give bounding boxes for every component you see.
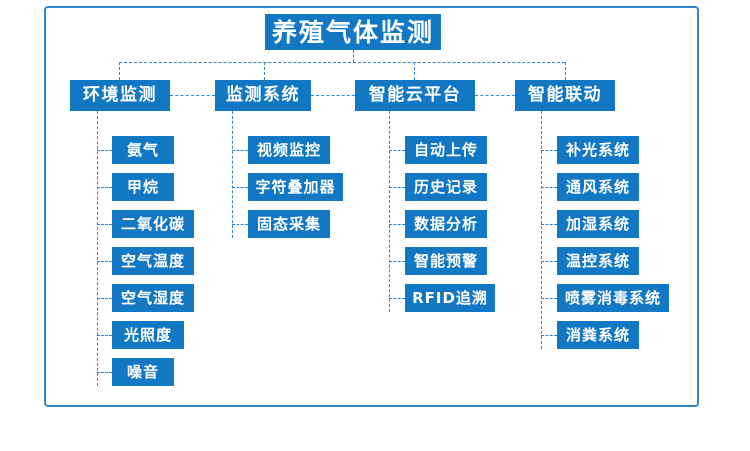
leaf-node-label: 空气温度 <box>120 251 185 270</box>
leaf-node-label: 氨气 <box>126 140 159 159</box>
sibling-connector-1-2 <box>170 95 215 96</box>
leaf-node-label: 空气湿度 <box>120 288 185 307</box>
leaf-node-4-5[interactable]: 喷雾消毒系统 <box>557 284 669 312</box>
leaf-node-label: RFID追溯 <box>412 288 488 307</box>
column-spine-2 <box>232 111 233 238</box>
leaf-node-3-1[interactable]: 自动上传 <box>405 136 487 164</box>
leaf-node-label: 二氧化碳 <box>120 214 185 233</box>
leaf-node-label: 数据分析 <box>413 214 478 233</box>
branch-drop-connector-2 <box>264 62 265 80</box>
leaf-node-2-1[interactable]: 视频监控 <box>248 136 330 164</box>
branch-drop-connector-4 <box>565 62 566 80</box>
leaf-node-4-2[interactable]: 通风系统 <box>557 173 639 201</box>
leaf-node-2-2[interactable]: 字符叠加器 <box>248 173 343 201</box>
branch-node-label: 环境监测 <box>83 85 157 105</box>
leaf-stub-3-4 <box>389 261 405 262</box>
leaf-node-1-1[interactable]: 氨气 <box>112 136 174 164</box>
leaf-node-label: 喷雾消毒系统 <box>564 288 661 307</box>
leaf-node-label: 消粪系统 <box>565 325 630 344</box>
leaf-stub-2-3 <box>232 224 248 225</box>
branch-node-environment[interactable]: 环境监测 <box>70 80 170 111</box>
branch-node-linkage[interactable]: 智能联动 <box>515 80 615 111</box>
leaf-stub-4-2 <box>541 187 557 188</box>
leaf-stub-1-4 <box>97 261 112 262</box>
leaf-node-2-3[interactable]: 固态采集 <box>248 210 330 238</box>
leaf-node-label: 加湿系统 <box>565 214 630 233</box>
branch-node-label: 智能云平台 <box>368 85 462 105</box>
diagram-frame <box>44 6 699 407</box>
leaf-node-label: 历史记录 <box>413 177 478 196</box>
branch-node-cloud[interactable]: 智能云平台 <box>355 80 475 111</box>
leaf-node-1-7[interactable]: 噪音 <box>112 358 174 386</box>
leaf-node-3-2[interactable]: 历史记录 <box>405 173 487 201</box>
leaf-stub-2-1 <box>232 150 248 151</box>
leaf-node-label: 通风系统 <box>565 177 630 196</box>
leaf-node-4-3[interactable]: 加湿系统 <box>557 210 639 238</box>
leaf-node-3-3[interactable]: 数据分析 <box>405 210 487 238</box>
leaf-node-label: 自动上传 <box>413 140 478 159</box>
leaf-node-1-2[interactable]: 甲烷 <box>112 173 174 201</box>
leaf-node-label: 补光系统 <box>565 140 630 159</box>
leaf-stub-1-1 <box>97 150 112 151</box>
leaf-stub-4-6 <box>541 335 557 336</box>
leaf-stub-3-5 <box>389 298 405 299</box>
leaf-stub-4-5 <box>541 298 557 299</box>
column-spine-4 <box>541 111 542 349</box>
sibling-connector-2-3 <box>311 95 355 96</box>
root-node[interactable]: 养殖气体监测 <box>265 14 441 50</box>
leaf-node-1-6[interactable]: 光照度 <box>112 321 184 349</box>
leaf-stub-3-2 <box>389 187 405 188</box>
leaf-node-label: 甲烷 <box>126 177 159 196</box>
leaf-node-4-6[interactable]: 消粪系统 <box>557 321 639 349</box>
column-spine-1 <box>97 111 98 386</box>
leaf-node-1-4[interactable]: 空气温度 <box>112 247 194 275</box>
column-spine-3 <box>389 111 390 312</box>
leaf-node-label: 噪音 <box>126 362 159 381</box>
branch-node-label: 监测系统 <box>226 85 300 105</box>
leaf-node-label: 光照度 <box>123 325 172 344</box>
branch-bus-connector <box>119 62 565 63</box>
leaf-stub-2-2 <box>232 187 248 188</box>
leaf-node-label: 字符叠加器 <box>255 177 336 196</box>
leaf-node-4-1[interactable]: 补光系统 <box>557 136 639 164</box>
leaf-node-1-5[interactable]: 空气湿度 <box>112 284 194 312</box>
leaf-node-3-5[interactable]: RFID追溯 <box>405 284 495 312</box>
branch-node-monitoring[interactable]: 监测系统 <box>215 80 311 111</box>
leaf-stub-1-2 <box>97 187 112 188</box>
leaf-stub-4-1 <box>541 150 557 151</box>
leaf-stub-1-6 <box>97 335 112 336</box>
branch-drop-connector-1 <box>119 62 120 80</box>
leaf-node-4-4[interactable]: 温控系统 <box>557 247 639 275</box>
leaf-node-label: 视频监控 <box>256 140 321 159</box>
branch-drop-connector-3 <box>414 62 415 80</box>
leaf-stub-3-3 <box>389 224 405 225</box>
leaf-stub-4-3 <box>541 224 557 225</box>
leaf-node-1-3[interactable]: 二氧化碳 <box>112 210 194 238</box>
leaf-stub-1-5 <box>97 298 112 299</box>
leaf-node-3-4[interactable]: 智能预警 <box>405 247 487 275</box>
leaf-stub-1-7 <box>97 372 112 373</box>
leaf-stub-3-1 <box>389 150 405 151</box>
leaf-stub-1-3 <box>97 224 112 225</box>
branch-node-label: 智能联动 <box>528 85 602 105</box>
sibling-connector-3-4 <box>475 95 515 96</box>
leaf-node-label: 固态采集 <box>256 214 321 233</box>
leaf-node-label: 温控系统 <box>565 251 630 270</box>
root-node-label: 养殖气体监测 <box>271 17 434 47</box>
leaf-stub-4-4 <box>541 261 557 262</box>
root-stem-connector <box>353 50 354 62</box>
leaf-node-label: 智能预警 <box>413 251 478 270</box>
